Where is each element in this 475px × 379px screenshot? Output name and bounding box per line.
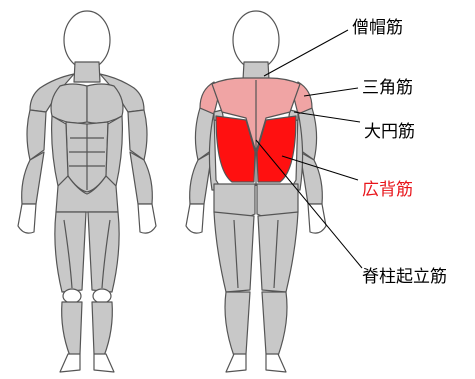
back-hand-right (308, 204, 326, 233)
label-latissimus: 広背筋 (362, 180, 413, 200)
back-foot-right (266, 354, 286, 372)
back-body-figure (186, 11, 326, 372)
front-knee-right (93, 289, 111, 303)
front-forearm-left (22, 152, 44, 204)
front-body-figure (18, 11, 156, 372)
front-thigh-left (55, 212, 86, 292)
front-chest-left (51, 84, 87, 123)
back-foot-left (226, 354, 246, 372)
front-foot-right (94, 354, 114, 372)
back-forearm-right (300, 152, 322, 204)
front-forearm-right (130, 152, 152, 204)
front-neck (74, 62, 100, 82)
front-oblique-right (106, 116, 122, 186)
back-calf-left (225, 292, 250, 356)
front-foot-left (60, 354, 80, 372)
label-erector: 脊柱起立筋 (362, 267, 447, 287)
front-knee-left (63, 289, 81, 303)
leader-deltoid (304, 88, 358, 96)
back-forearm-left (190, 152, 212, 204)
back-hand-left (186, 204, 204, 233)
label-trapezius: 僧帽筋 (352, 18, 403, 38)
back-head (233, 11, 279, 69)
front-shin-right (92, 302, 112, 356)
back-calf-right (262, 292, 287, 356)
label-deltoid: 三角筋 (362, 78, 413, 98)
front-oblique-left (52, 116, 68, 186)
front-hand-left (18, 204, 36, 233)
front-head (64, 11, 110, 69)
front-chest-right (87, 84, 123, 123)
front-hand-right (138, 204, 156, 233)
front-thigh-right (88, 212, 119, 292)
back-neck (243, 62, 269, 80)
front-shin-left (62, 302, 82, 356)
label-teres-major: 大円筋 (364, 122, 415, 142)
